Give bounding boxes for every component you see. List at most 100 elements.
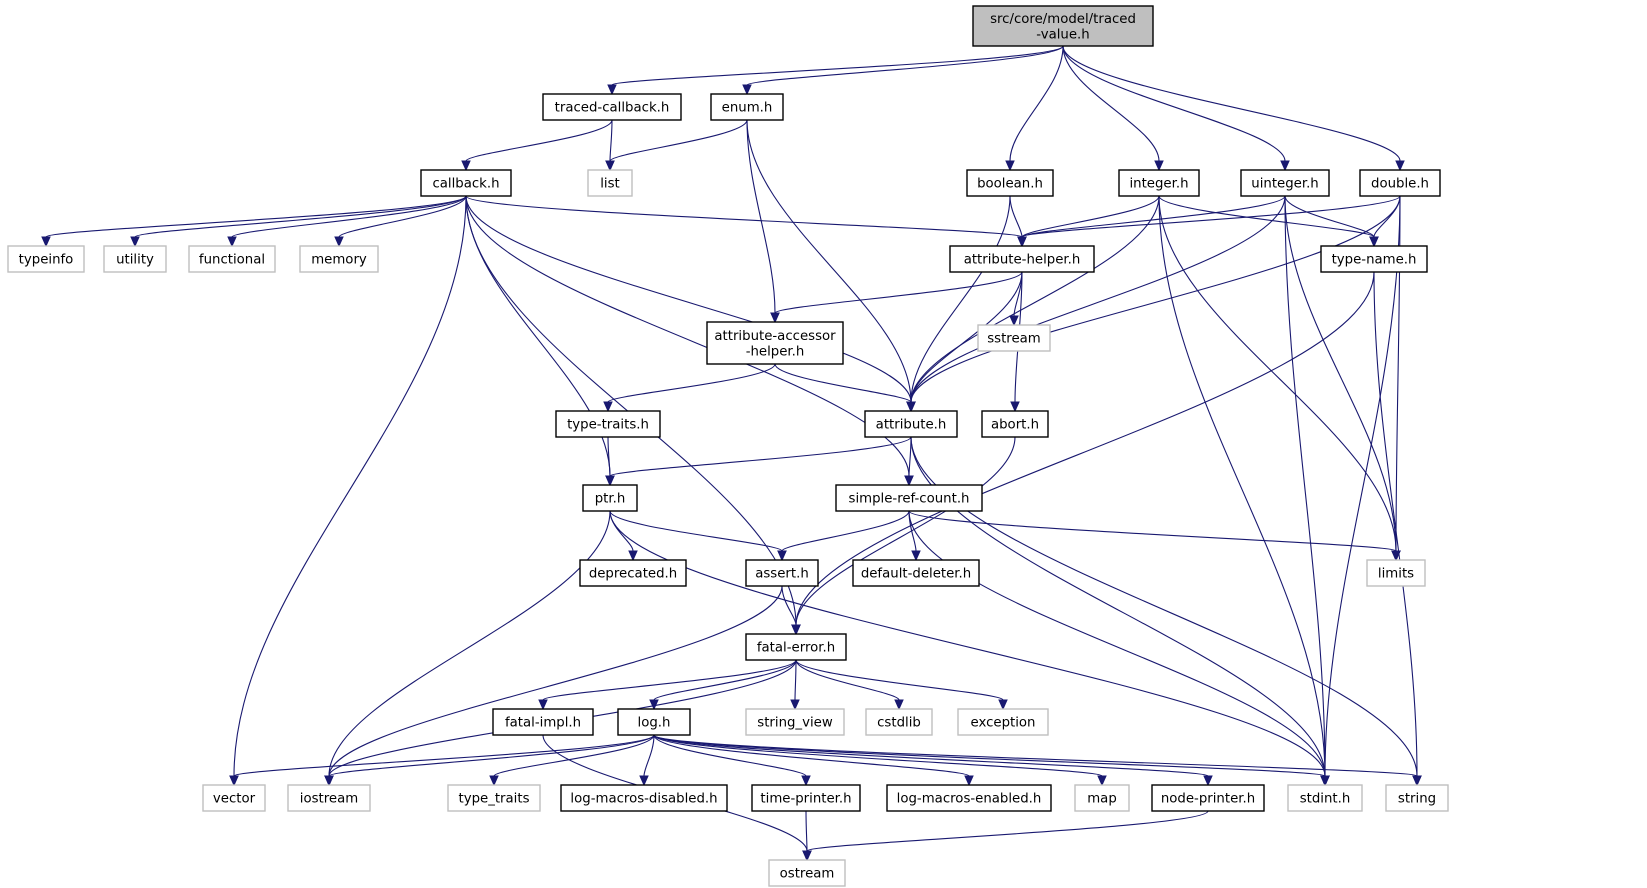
node-simple-ref-count[interactable]: simple-ref-count.h [835,484,983,512]
node-map[interactable]: map [1074,784,1130,812]
node-callback[interactable]: callback.h [420,169,512,197]
node-box [1074,784,1130,812]
node-box [188,245,276,273]
node-double[interactable]: double.h [1359,169,1441,197]
node-typeinfo[interactable]: typeinfo [7,245,85,273]
node-enum[interactable]: enum.h [710,93,784,121]
node-box [582,484,638,512]
node-box [768,859,846,887]
node-cstdlib[interactable]: cstdlib [865,708,933,736]
node-box [966,169,1054,197]
node-label: log-macros-enabled.h [897,792,1042,807]
node-ptr[interactable]: ptr.h [582,484,638,512]
edge-double-to-type-name [1369,195,1401,248]
node-type-traits[interactable]: type_traits [447,784,541,812]
node-log-macros-enabled[interactable]: log-macros-enabled.h [886,784,1052,812]
node-stdint[interactable]: stdint.h [1287,784,1363,812]
node-label: cstdlib [877,716,921,731]
node-deprecated[interactable]: deprecated.h [579,559,687,587]
node-label: simple-ref-count.h [849,492,970,507]
node-box [706,321,844,365]
node-box [865,708,933,736]
node-box [1151,784,1265,812]
edge-assert-to-fatal-error [781,585,801,636]
node-ostream[interactable]: ostream [768,859,846,887]
node-label: functional [199,253,265,268]
edge-attribute-to-ptr [605,436,912,487]
node-attribute-accessor-helper[interactable]: attribute-accessor-helper.h [706,321,844,365]
node-label: exception [971,716,1036,731]
node-iostream[interactable]: iostream [287,784,371,812]
edge-callback-to-utility [130,195,467,248]
node-label: attribute-helper.h [964,253,1081,268]
node-abort[interactable]: abort.h [981,410,1049,438]
node-label: attribute-accessor [714,329,836,344]
node-sstream[interactable]: sstream [977,324,1051,352]
edge-simple-ref-count-to-limits [908,510,1401,562]
edge-simple-ref-count-to-assert [777,510,910,562]
node-box [977,324,1051,352]
node-vector[interactable]: vector [202,784,266,812]
node-label: uinteger.h [1251,177,1318,192]
node-box [420,169,512,197]
node-label: deprecated.h [589,567,677,582]
node-box [745,559,819,587]
edge-integer-to-stdint [1158,195,1330,787]
node-memory[interactable]: memory [299,245,379,273]
node-box [1320,245,1428,273]
node-utility[interactable]: utility [103,245,167,273]
node-label: double.h [1371,177,1429,192]
node-node-printer[interactable]: node-printer.h [1151,784,1265,812]
node-label: -helper.h [746,344,805,359]
node-fatal-error[interactable]: fatal-error.h [745,633,847,661]
node-boolean[interactable]: boolean.h [966,169,1054,197]
node-label: type-name.h [1332,253,1417,268]
edge-callback-to-ptr [465,195,615,487]
edge-attribute-accessor-helper-to-attribute [774,363,916,413]
node-label: utility [116,253,154,268]
edge-integer-to-attribute [906,195,1160,413]
edge-double-to-attribute [906,195,1401,413]
edge-fatal-error-to-log [649,659,797,711]
node-log[interactable]: log.h [617,708,691,736]
node-box [864,410,958,438]
node-functional[interactable]: functional [188,245,276,273]
edge-uinteger-to-type-name [1284,195,1379,248]
node-list[interactable]: list [587,169,633,197]
node-type-traits-h[interactable]: type-traits.h [555,410,661,438]
node-string-view[interactable]: string_view [745,708,845,736]
edge-log-to-time-printer [653,734,811,787]
node-box [1385,784,1449,812]
node-log-macros-disabled[interactable]: log-macros-disabled.h [560,784,728,812]
node-label: assert.h [755,567,809,582]
edge-traced-value-to-integer [1062,45,1164,172]
edge-log-to-log-macros-enabled [653,734,974,787]
node-box [745,708,845,736]
node-exception[interactable]: exception [957,708,1049,736]
node-traced-callback[interactable]: traced-callback.h [542,93,682,121]
node-box [492,708,594,736]
edge-log-to-map [653,734,1107,787]
node-label: list [600,177,620,192]
node-assert[interactable]: assert.h [745,559,819,587]
node-type-name[interactable]: type-name.h [1320,245,1428,273]
node-uinteger[interactable]: uinteger.h [1240,169,1330,197]
node-default-deleter[interactable]: default-deleter.h [852,559,980,587]
edge-type-name-to-string [1373,271,1422,787]
node-limits[interactable]: limits [1366,559,1426,587]
node-label: integer.h [1129,177,1188,192]
node-string[interactable]: string [1385,784,1449,812]
node-box [1287,784,1363,812]
node-attribute[interactable]: attribute.h [864,410,958,438]
node-box [447,784,541,812]
edge-fatal-error-to-exception [795,659,1008,711]
node-fatal-impl[interactable]: fatal-impl.h [492,708,594,736]
node-label: sstream [987,332,1041,347]
edge-fatal-error-to-fatal-impl [538,659,797,711]
node-attribute-helper[interactable]: attribute-helper.h [949,245,1095,273]
edge-log-to-stdint [653,734,1330,787]
node-time-printer[interactable]: time-printer.h [751,784,861,812]
node-traced-value[interactable]: src/core/model/traced-value.h [972,5,1154,47]
node-integer[interactable]: integer.h [1118,169,1200,197]
node-label: log-macros-disabled.h [570,792,717,807]
